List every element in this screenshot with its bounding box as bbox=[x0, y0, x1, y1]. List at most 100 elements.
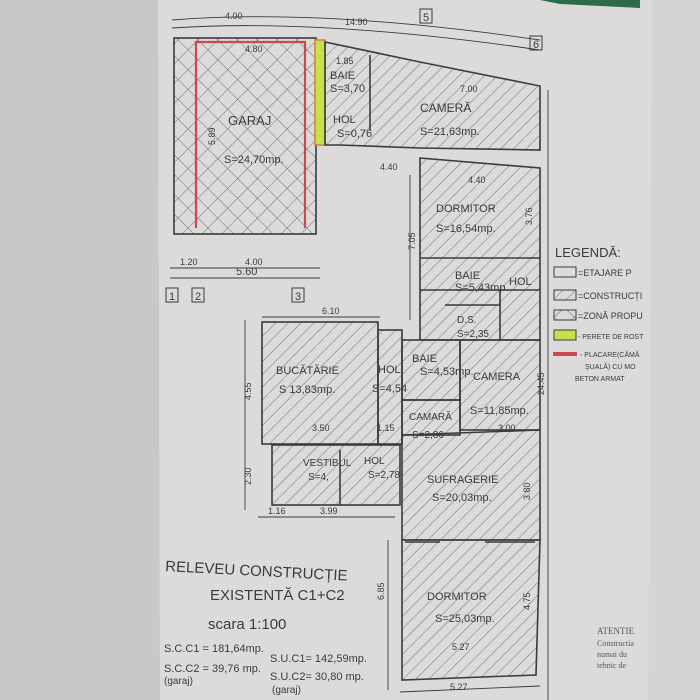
room-name-bucatarie: BUCĂTĂRIE bbox=[276, 364, 339, 377]
room-area-sufragerie: S=20,03mp. bbox=[432, 492, 492, 504]
room-name-baie-mid: BAIE bbox=[455, 270, 480, 282]
dim-label: 3.50 bbox=[312, 423, 330, 433]
area-suc2: S.U.C2= 30,80 mp. bbox=[270, 671, 364, 683]
title-block: RELEVEU CONSTRUCȚIE EXISTENTĂ C1+C2 scar… bbox=[164, 558, 367, 696]
room-name-hol: HOL bbox=[333, 114, 356, 126]
dim-label: 1.20 bbox=[180, 257, 198, 267]
bucatarie-zone bbox=[261, 321, 379, 445]
room-name-dormitor-low: DORMITOR bbox=[427, 591, 487, 603]
notice-title: ATENTIE bbox=[597, 626, 634, 636]
axis-marker-1: 1 bbox=[169, 291, 175, 303]
notice-line: Constructia bbox=[597, 639, 634, 648]
room-area-ds: S=2,35 bbox=[457, 329, 489, 340]
dim-label: 2.30 bbox=[243, 467, 253, 485]
green-object bbox=[540, 0, 640, 8]
room-area-baie-low: S=4,53mp. bbox=[420, 366, 474, 378]
dormitor-low-zone bbox=[401, 539, 541, 681]
dim-label: 4.80 bbox=[245, 44, 263, 54]
dim-label: 1.15 bbox=[377, 423, 395, 433]
dim-label: 4.55 bbox=[243, 382, 253, 400]
notice-line: numai du bbox=[597, 650, 627, 659]
room-area-vestibul: S=4, bbox=[308, 472, 329, 483]
room-name-vestibul: VESTIBUL bbox=[303, 458, 352, 469]
dim-label: 4.00 bbox=[225, 11, 243, 21]
garage-zone bbox=[173, 37, 317, 235]
room-area-hol-low: S=4,54 bbox=[372, 383, 407, 395]
dim-label: 3.80 bbox=[522, 482, 532, 500]
room-name-camara: CAMARĂ bbox=[409, 410, 452, 423]
room-area-camera-low: S=11,85mp. bbox=[470, 405, 529, 417]
dormitor-block bbox=[419, 157, 541, 341]
dim-label: 24.45 bbox=[536, 372, 546, 395]
dim-label: 7.00 bbox=[460, 84, 478, 94]
axis-marker-5: 5 bbox=[423, 12, 429, 24]
room-name-dormitor: DORMITOR bbox=[436, 203, 496, 215]
axis-marker-2: 2 bbox=[195, 291, 201, 303]
room-name-ds: D.S. bbox=[457, 315, 476, 326]
room-area-garaj: S=24,70mp. bbox=[224, 154, 284, 166]
dim-label: 1.85 bbox=[336, 56, 354, 66]
upper-block bbox=[324, 41, 541, 151]
room-area-hol-vest: S=2,78 bbox=[368, 470, 400, 481]
room-name-camera: CAMERĂ bbox=[420, 100, 471, 115]
title-line-2: EXISTENTĂ C1+C2 bbox=[210, 587, 345, 604]
room-name-baie: BAIE bbox=[330, 70, 355, 82]
title-scale: scara 1:100 bbox=[208, 616, 286, 633]
dim-label: 6.85 bbox=[376, 582, 386, 600]
legend-swatch-red bbox=[553, 352, 577, 356]
notice: ATENTIE Constructia numai du tehnic de bbox=[597, 626, 634, 670]
dim-label: 7.05 bbox=[407, 232, 417, 250]
room-name-hol-low: HOL bbox=[378, 364, 401, 376]
legend-text: ȘUALĂ) CU MO bbox=[585, 362, 636, 371]
room-name-sufragerie: SUFRAGERIE bbox=[427, 474, 499, 486]
dim-label: 3.00 bbox=[498, 423, 516, 433]
legend-label: - PERETE DE ROST bbox=[578, 334, 644, 341]
room-area-bucatarie: S 13,83mp. bbox=[279, 384, 335, 396]
dim-label: 4.40 bbox=[380, 162, 398, 172]
next-page bbox=[648, 0, 700, 700]
dim-label: 5.60 bbox=[236, 266, 257, 278]
green-joint-wall bbox=[314, 39, 326, 146]
vestibul-zone bbox=[271, 444, 401, 506]
axis-marker-3: 3 bbox=[295, 291, 301, 303]
room-name-hol-vest: HOL bbox=[364, 456, 385, 467]
dim-label: 14.90 bbox=[345, 17, 368, 27]
notice-line: tehnic de bbox=[597, 661, 627, 670]
room-area-dormitor: S=16,54mp. bbox=[436, 223, 496, 235]
area-scc1: S.C.C1 = 181,64mp. bbox=[164, 643, 264, 655]
background-page bbox=[0, 0, 160, 700]
dim-label: 6.10 bbox=[322, 306, 340, 316]
room-area-baie-mid: S=5,43mp. bbox=[455, 282, 509, 294]
legend-text: BETON ARMAT bbox=[575, 376, 625, 383]
legend-swatch-hatch bbox=[553, 289, 577, 301]
legend-label: - PLACARE(CĂMĂ bbox=[580, 350, 640, 359]
dim-label: 3.99 bbox=[320, 506, 338, 516]
room-area-dormitor-low: S=25,03mp. bbox=[435, 613, 495, 625]
axis-marker-6: 6 bbox=[533, 39, 539, 51]
garaj-note-2: (garaj) bbox=[272, 685, 301, 696]
legend-swatch-green bbox=[553, 329, 577, 341]
dim-label: 4.75 bbox=[522, 592, 532, 610]
dim-label: 3.76 bbox=[524, 207, 534, 225]
room-area-baie: S=3,70 bbox=[330, 83, 365, 95]
area-scc2: S.C.C2 = 39,76 mp. bbox=[164, 663, 261, 675]
room-area-hol: S=0,76 bbox=[337, 128, 372, 140]
dim-label: 5.89 bbox=[207, 127, 217, 145]
red-cladding-line bbox=[194, 40, 307, 228]
dim-label: 5.27 bbox=[452, 642, 470, 652]
legend-swatch-empty bbox=[553, 266, 577, 278]
area-suc1: S.U.C1= 142,59mp. bbox=[270, 653, 367, 665]
room-name-camera-low: CAMERA bbox=[473, 371, 521, 383]
dim-label: 4.40 bbox=[468, 175, 486, 185]
garaj-note-1: (garaj) bbox=[164, 676, 193, 687]
dim-label: 1.16 bbox=[268, 506, 286, 516]
legend-swatch-crosshatch bbox=[553, 309, 577, 321]
legend-label: =ZONĂ PROPU bbox=[578, 311, 643, 321]
room-area-camara: S=2,86 bbox=[412, 430, 444, 441]
room-name-garaj: GARAJ bbox=[228, 113, 271, 128]
room-area-camera: S=21,63mp. bbox=[420, 126, 480, 138]
room-name-hol-mid: HOL bbox=[509, 276, 532, 288]
room-name-baie-low: BAIE bbox=[412, 353, 437, 365]
